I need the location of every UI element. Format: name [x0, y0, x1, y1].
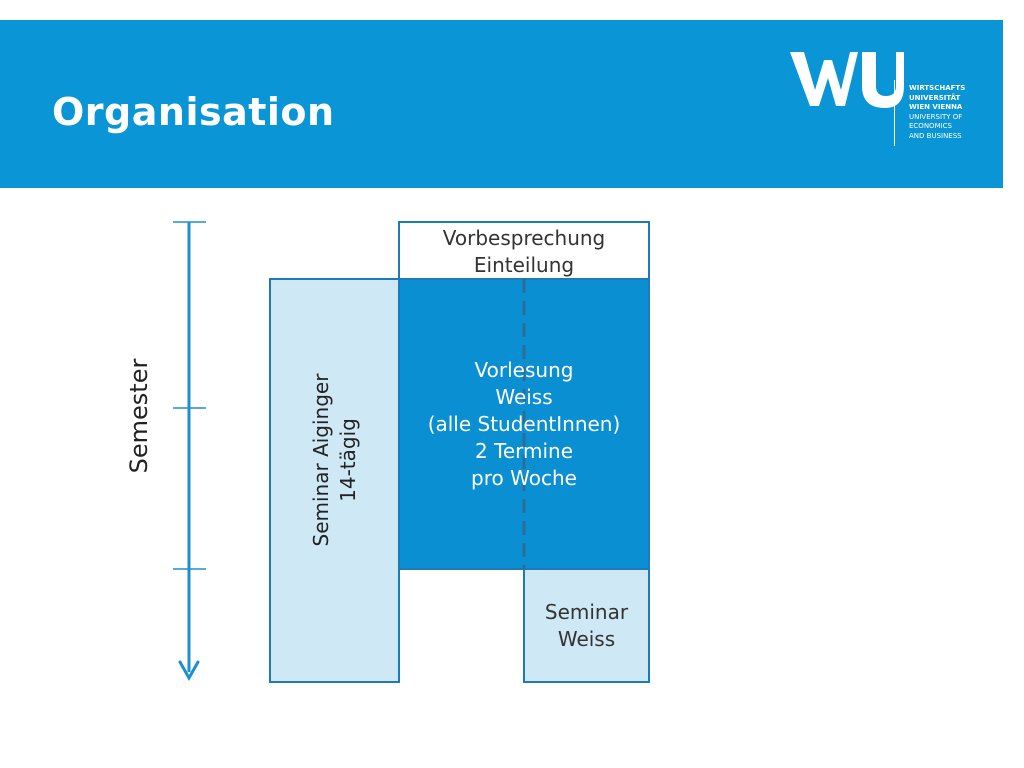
- seminar-weiss-line: Weiss: [557, 627, 616, 651]
- seminar-aiginger-box: [269, 278, 400, 683]
- seminar-weiss-line: Seminar: [544, 600, 629, 624]
- timeline-arrowhead: [178, 660, 200, 682]
- logo-line: UNIVERSITY OF: [909, 112, 963, 121]
- logo-line: WIRTSCHAFTS: [909, 84, 966, 92]
- vorlesung-line: Weiss: [495, 385, 553, 409]
- logo-line: ECONOMICS: [909, 122, 953, 130]
- logo-wordmark: WIRTSCHAFTS UNIVERSITÄT WIEN VIENNA UNIV…: [909, 84, 965, 141]
- vorlesung-line: 2 Termine: [474, 439, 574, 463]
- seminar-weiss-text: Seminar Weiss: [524, 599, 649, 653]
- logo-divider: [894, 80, 895, 146]
- seminar-aiginger-line: Seminar Aiginger: [309, 373, 333, 547]
- timeline-label: Semester: [125, 358, 153, 474]
- vorbesprechung-text: Vorbesprechung Einteilung: [399, 225, 649, 279]
- vorbesprechung-line: Einteilung: [473, 253, 575, 277]
- logo-line: WIEN VIENNA: [909, 103, 963, 111]
- seminar-aiginger-line: 14-tägig: [336, 418, 360, 502]
- vorbesprechung-line: Vorbesprechung: [442, 226, 606, 250]
- page-title: Organisation: [52, 90, 335, 134]
- wu-logo: WIRTSCHAFTS UNIVERSITÄT WIEN VIENNA UNIV…: [788, 48, 978, 148]
- vorlesung-line: Vorlesung: [474, 358, 574, 382]
- vorlesung-line: (alle StudentInnen): [427, 412, 621, 436]
- wu-logo-mark: [790, 52, 904, 108]
- logo-line: UNIVERSITÄT: [909, 93, 961, 102]
- logo-line: AND BUSINESS: [909, 131, 962, 140]
- vorlesung-line: pro Woche: [471, 466, 577, 490]
- vorbesprechung-box: [398, 221, 650, 280]
- seminar-aiginger-text: Seminar Aiginger 14-tägig: [308, 360, 362, 560]
- vorlesung-text: Vorlesung Weiss (alle StudentInnen) 2 Te…: [399, 357, 649, 492]
- seminar-weiss-box: [523, 568, 650, 683]
